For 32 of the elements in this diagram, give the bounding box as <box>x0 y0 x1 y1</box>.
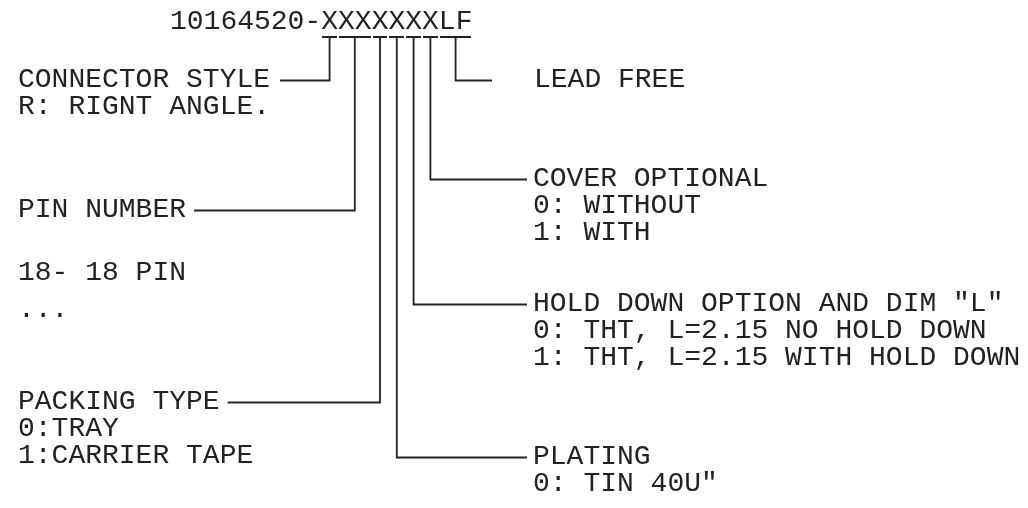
underline-bar <box>339 36 371 38</box>
leader-line <box>395 37 528 459</box>
field-heading: CONNECTOR STYLE <box>18 66 271 93</box>
leader-line <box>279 37 331 82</box>
field-heading: HOLD DOWN OPTION AND DIM "L" <box>533 290 1004 317</box>
option-text: 0: WITHOUT <box>533 192 702 219</box>
option-text: ... <box>18 296 69 323</box>
option-text: 1: WITH <box>533 219 651 246</box>
underline-bar <box>439 36 472 38</box>
option-text: 18- 18 PIN <box>18 259 187 286</box>
leader-line <box>193 37 356 212</box>
part-number: 10164520-XXXXXXXLF <box>170 8 473 35</box>
field-heading: LEAD FREE <box>534 66 686 93</box>
field-heading: COVER OPTIONAL <box>533 165 769 192</box>
option-text: 0: THT, L=2.15 NO HOLD DOWN <box>533 317 987 344</box>
option-text: 1: THT, L=2.15 WITH HOLD DOWN <box>533 344 1021 371</box>
option-text: R: RIGNT ANGLE. <box>18 93 271 120</box>
underline-bar <box>406 36 421 38</box>
option-text: 0:TRAY <box>18 415 119 442</box>
underline-bar <box>389 36 405 38</box>
option-text: 0: TIN 40U" <box>533 470 718 497</box>
underline-bar <box>372 36 388 38</box>
leader-line <box>454 37 493 82</box>
option-text: 1:CARRIER TAPE <box>18 442 254 469</box>
leader-line <box>226 37 381 404</box>
field-heading: PLATING <box>533 443 651 470</box>
leader-line <box>412 37 528 306</box>
underline-bar <box>423 36 438 38</box>
underline-bar <box>322 36 337 38</box>
leader-line <box>429 37 528 181</box>
field-heading: PIN NUMBER <box>18 196 187 223</box>
field-heading: PACKING TYPE <box>18 388 220 415</box>
